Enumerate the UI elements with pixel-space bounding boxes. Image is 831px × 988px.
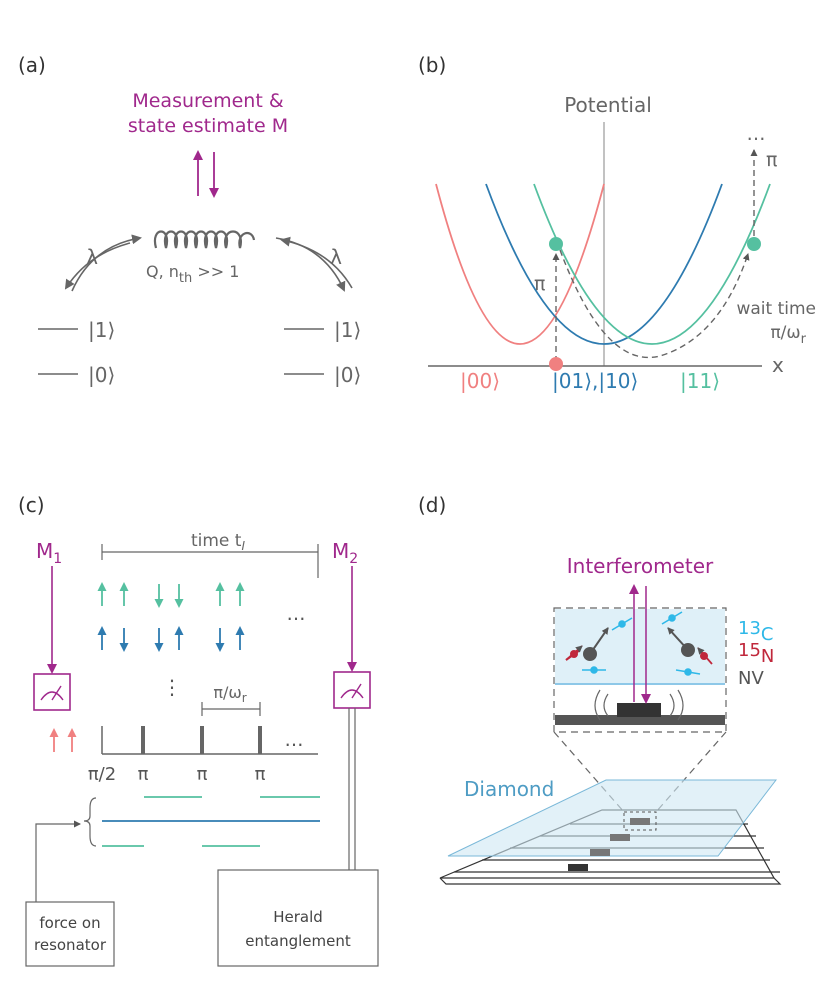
pulse-continuation-dots: … [285, 729, 304, 751]
zoom-selection-box [623, 811, 657, 831]
coupling-arrow-left-up [71, 234, 142, 292]
pi-pulse-2 [200, 726, 204, 754]
panel-c-label: (c) [18, 493, 45, 517]
force-connector-arrow [35, 820, 81, 902]
wait-time-label-line1: wait time [736, 299, 816, 319]
n15-label: 15N [738, 640, 774, 667]
nv-center-right-icon [667, 627, 713, 665]
measurement-label-line2: state estimate M [128, 115, 288, 137]
force-brace [83, 797, 97, 847]
resonator-parameters: Q, nth >> 1 [146, 262, 239, 286]
sample-region [555, 609, 725, 684]
panel-c: (c) M1 M2 time tI … [18, 493, 379, 967]
herald-entanglement-box [217, 869, 379, 967]
resonator-substrate [555, 715, 725, 725]
c13-label: 13C [738, 618, 773, 645]
resonator-chip-1 [630, 818, 650, 825]
wait-time-label-line2: π/ωr [770, 323, 806, 347]
potential-axis-label: Potential [564, 93, 652, 117]
resonator-cantilever [617, 703, 661, 717]
carbon-13-spins-icon [582, 611, 701, 676]
panel-b-label: (b) [418, 53, 446, 77]
ket-0-left: |0⟩ [88, 363, 115, 387]
ket-1-left: |1⟩ [88, 318, 115, 342]
continuation-dots-top: … [287, 603, 306, 625]
pi-pulse-1 [141, 726, 145, 754]
potential-curve-00 [435, 183, 605, 345]
meter-icon-m1 [33, 673, 71, 711]
pulse-spacing-label: π/ωr [213, 683, 246, 705]
m2-label: M2 [332, 539, 358, 567]
ket-1-right: |1⟩ [334, 318, 361, 342]
continuation-dots: … [747, 123, 766, 145]
pulse-label-pi-2: π [197, 764, 208, 785]
pi-label-left: π [534, 273, 545, 295]
nv-label: NV [738, 668, 764, 689]
panel-d: (d) Interferometer [418, 493, 782, 885]
panel-a: (a) Measurement & state estimate M Q, nt… [18, 53, 361, 387]
zoom-inset-frame [553, 607, 727, 733]
panel-b: (b) Potential x π π … wait time π/ωr |00… [418, 53, 816, 393]
pulse-label-pi-1: π [138, 764, 149, 785]
vibration-waves-icon [594, 689, 684, 721]
potential-curve-01-10 [485, 183, 723, 345]
spin-row-blue [97, 626, 245, 652]
state-point-after-pi [549, 237, 563, 251]
resonator-chip-4 [568, 864, 588, 871]
pi-label-right: π [766, 149, 777, 171]
herald-box-line2: entanglement [245, 932, 351, 950]
ket-01-10-label: |01⟩,|10⟩ [552, 369, 638, 393]
spin-row-green [97, 582, 245, 608]
pi-pulse-3 [258, 726, 262, 754]
pulse-label-pi-3: π [255, 764, 266, 785]
diamond-plate [447, 779, 778, 857]
state-point-after-wait [747, 237, 761, 251]
measurement-label-line1: Measurement & [132, 90, 283, 112]
state-point-start [549, 357, 563, 371]
ket-11-label: |11⟩ [680, 369, 720, 393]
pulse-label-half-pi: π/2 [88, 764, 116, 785]
herald-box-line1: Herald [273, 908, 323, 926]
diamond-label: Diamond [464, 777, 554, 801]
nv-center-left-icon [565, 627, 609, 661]
resonator-chip-3 [590, 849, 610, 856]
resonator-chip-2 [610, 834, 630, 841]
force-on-resonator-box [25, 901, 115, 967]
time-label: time tI [191, 531, 245, 553]
panel-a-label: (a) [18, 53, 46, 77]
coupling-arrow-right-up [280, 236, 353, 289]
x-axis-label: x [772, 353, 784, 377]
force-box-line2: resonator [34, 936, 107, 954]
initial-spins-pink [49, 728, 77, 752]
interferometer-label: Interferometer [567, 554, 714, 578]
wait-trajectory-arrow [559, 249, 750, 359]
ket-0-right: |0⟩ [334, 363, 361, 387]
panel-d-label: (d) [418, 493, 446, 517]
lambda-right-label: λ [330, 245, 342, 269]
resonator-spring-icon [153, 230, 256, 249]
m1-label: M1 [36, 539, 62, 567]
force-box-line1: force on [39, 914, 100, 932]
potential-curve-11 [533, 183, 771, 345]
coupling-arrow-left-down [64, 242, 131, 290]
ket-00-label: |00⟩ [460, 369, 500, 393]
meter-icon-m2 [333, 671, 371, 709]
continuation-dots-vertical: ⋮ [162, 675, 182, 699]
